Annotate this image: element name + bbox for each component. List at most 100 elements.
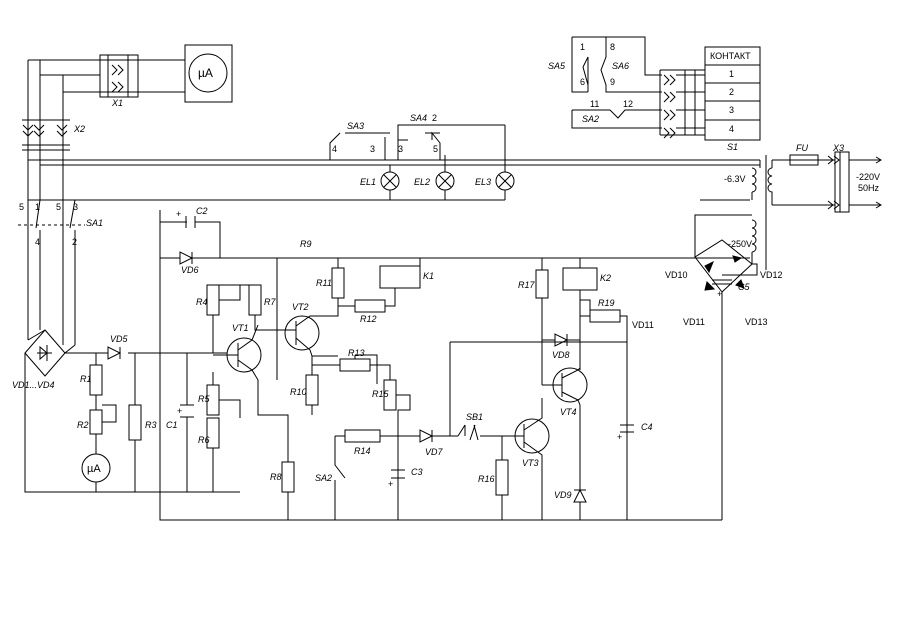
label-vt3: VT3 — [522, 458, 539, 468]
label-r10: R10 — [290, 387, 307, 397]
label-sa2-top: SA2 — [582, 114, 599, 124]
label-c1: C1 — [166, 420, 178, 430]
label-sa3: SA3 — [347, 121, 364, 131]
transformer — [694, 155, 773, 276]
timing-network — [159, 210, 750, 521]
label-sa5: SA5 — [548, 61, 566, 71]
meter-top-symbol: µA — [198, 66, 213, 80]
c3-plus: + — [388, 479, 393, 489]
label-sa4: SA4 — [410, 113, 427, 123]
label-vd6: VD6 — [181, 265, 199, 275]
label-el2: EL2 — [414, 177, 430, 187]
label-vt1: VT1 — [232, 323, 249, 333]
label-6v3: -6.3V — [724, 174, 746, 184]
c5-plus: + — [717, 289, 722, 299]
sa6-pin-9: 9 — [610, 77, 615, 87]
sa1-pin-4: 4 — [35, 237, 40, 247]
label-r13: R13 — [348, 348, 365, 358]
contact-row-4: 4 — [729, 124, 734, 134]
label-c2: C2 — [196, 206, 208, 216]
contact-block — [704, 46, 761, 141]
diode-vd5 — [107, 346, 122, 360]
switches-sa5-sa6 — [571, 36, 705, 139]
output-stage — [495, 258, 628, 520]
sa1-pin-2: 2 — [72, 237, 77, 247]
label-sb1: SB1 — [466, 412, 483, 422]
label-r16: R16 — [478, 474, 495, 484]
bridge-vd1-vd4 — [24, 329, 240, 493]
label-c4: C4 — [641, 422, 653, 432]
switch-sa4 — [397, 124, 505, 160]
label-vd1-vd4: VD1...VD4 — [12, 380, 55, 390]
label-fu: FU — [796, 143, 808, 153]
sa4-pin-5: 5 — [433, 144, 438, 154]
c1-plus: + — [177, 406, 182, 416]
label-r5: R5 — [198, 394, 210, 404]
label-vt4: VT4 — [560, 407, 577, 417]
label-vd11: VD11 — [683, 317, 705, 327]
label-vd11-side: VD11 — [632, 320, 654, 330]
label-r1: R1 — [80, 374, 92, 384]
label-s1: S1 — [727, 142, 738, 152]
label-vd7: VD7 — [425, 447, 444, 457]
label-vt2: VT2 — [292, 302, 309, 312]
label-el3: EL3 — [475, 177, 491, 187]
label-x2: X2 — [73, 124, 85, 134]
label-r15: R15 — [372, 389, 390, 399]
meter-cable — [22, 44, 233, 200]
sa5-pin-6: 6 — [580, 77, 585, 87]
label-sa2: SA2 — [315, 473, 332, 483]
contact-row-3: 3 — [729, 105, 734, 115]
lamp-el2 — [435, 155, 455, 191]
lamp-el3 — [495, 125, 515, 191]
sa2-pin-11: 11 — [590, 99, 599, 109]
sa1-pin-5a: 5 — [19, 202, 24, 212]
label-c5: C5 — [738, 282, 750, 292]
label-r9: R9 — [300, 239, 312, 249]
fuse-and-mains — [772, 151, 882, 213]
sa6-pin-8: 8 — [610, 42, 615, 52]
sa4-pin-3: 3 — [398, 144, 403, 154]
label-vd8: VD8 — [552, 350, 570, 360]
contact-row-2: 2 — [729, 87, 734, 97]
label-r2: R2 — [77, 420, 89, 430]
label-sa1: SA1 — [86, 218, 103, 228]
label-r12: R12 — [360, 314, 377, 324]
sa2-pin-12: 12 — [623, 99, 633, 109]
label-k1: K1 — [423, 271, 434, 281]
lamp-el1 — [380, 165, 400, 191]
label-r11: R11 — [316, 278, 332, 288]
label-vd12: VD12 — [760, 270, 783, 280]
label-r17: R17 — [518, 280, 536, 290]
meter-bottom-symbol: µA — [87, 463, 101, 475]
sa3-pin-3: 3 — [370, 144, 375, 154]
c4-plus: + — [617, 432, 622, 442]
contact-title: КОНТАКТ — [710, 51, 751, 61]
label-r19: R19 — [598, 298, 615, 308]
label-r8: R8 — [270, 472, 282, 482]
label-x1: X1 — [111, 98, 123, 108]
sa1-pin-5b: 5 — [56, 202, 61, 212]
sa5-pin-1: 1 — [580, 42, 585, 52]
contact-row-1: 1 — [729, 69, 734, 79]
label-vd5: VD5 — [110, 334, 129, 344]
label-r3: R3 — [145, 420, 157, 430]
label-r14: R14 — [354, 446, 371, 456]
label-vd10: VD10 — [665, 270, 688, 280]
label-r6: R6 — [198, 435, 210, 445]
label-vd13: VD13 — [745, 317, 768, 327]
label-250v: -250V — [728, 239, 752, 249]
sa4-pin-2: 2 — [432, 113, 437, 123]
switch-sa3 — [329, 132, 390, 160]
label-x3: X3 — [832, 143, 844, 153]
label-vd9: VD9 — [554, 490, 572, 500]
label-r4: R4 — [196, 297, 208, 307]
sa1-pin-1: 1 — [35, 202, 40, 212]
switch-sa1 — [18, 199, 85, 345]
label-mains-freq: 50Hz — [858, 183, 880, 193]
sa3-pin-4: 4 — [332, 144, 337, 154]
label-sa6: SA6 — [612, 61, 629, 71]
label-k2: K2 — [600, 273, 611, 283]
bridge-vd10-vd13 — [694, 239, 753, 520]
